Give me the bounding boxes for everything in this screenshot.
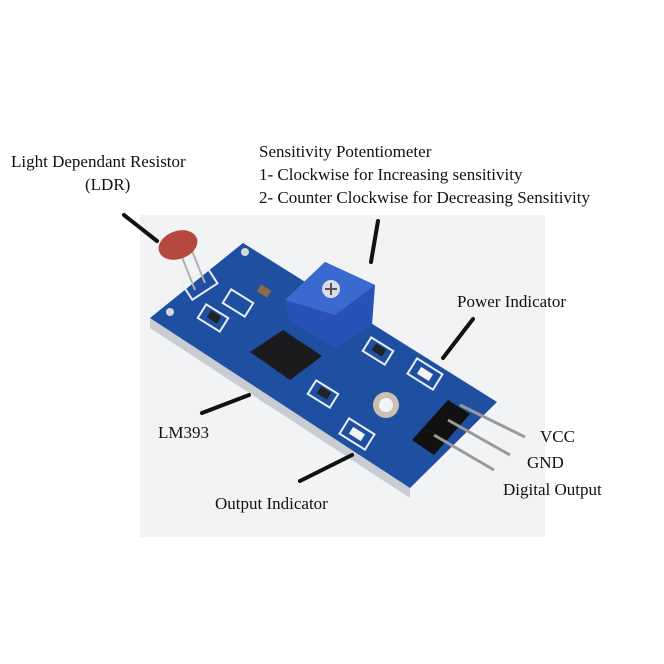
digital-output-label: Digital Output [503, 480, 602, 499]
lm393-label: LM393 [158, 423, 209, 442]
power-indicator-label: Power Indicator [457, 292, 567, 311]
output-led [348, 426, 366, 442]
mount-hole [241, 248, 249, 256]
mount-hole [166, 308, 174, 316]
pcb-board [150, 243, 497, 488]
output-indicator-label: Output Indicator [215, 494, 328, 513]
ldr-lead [189, 245, 206, 284]
resistor [206, 310, 222, 324]
pin-header [412, 400, 470, 455]
ldr [158, 230, 198, 260]
power-led [416, 366, 434, 382]
lm393-chip [250, 330, 322, 380]
ldr-label-abbr: (LDR) [85, 175, 131, 194]
ldr-label: Light Dependant Resistor [11, 152, 186, 171]
resistor [316, 386, 332, 400]
pot-label-title: Sensitivity Potentiometer [259, 142, 432, 161]
ldr-lead [179, 251, 196, 291]
header-pins [433, 403, 526, 472]
vcc-label: VCC [540, 427, 575, 446]
mount-hole-inner [379, 398, 393, 412]
leader-lines [122, 213, 475, 483]
knob-cross [325, 283, 337, 295]
pot-label-step1: 1- Clockwise for Increasing sensitivity [259, 165, 523, 184]
resistor [371, 343, 387, 357]
pot-label-step2: 2- Counter Clockwise for Decreasing Sens… [259, 188, 590, 207]
board-edge [150, 318, 410, 498]
silkscreen [181, 266, 444, 451]
capacitor [256, 284, 272, 298]
gnd-label: GND [527, 453, 564, 472]
